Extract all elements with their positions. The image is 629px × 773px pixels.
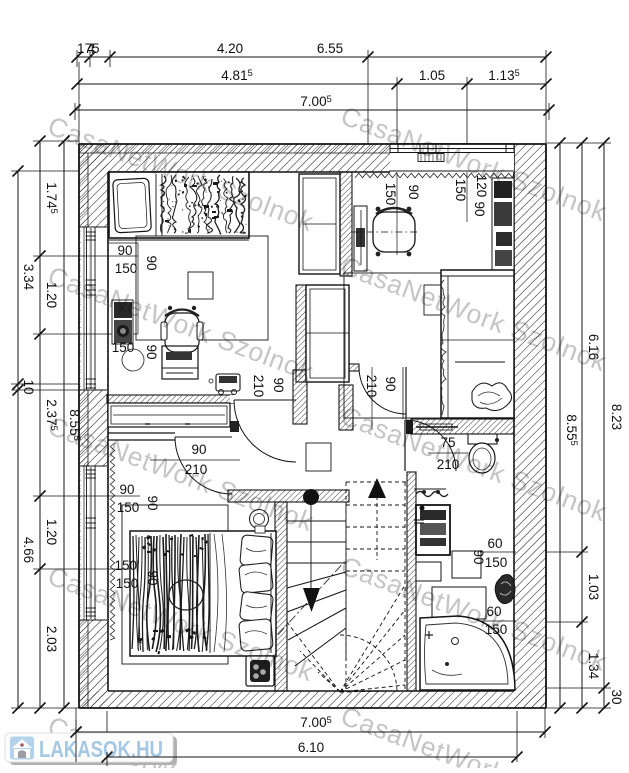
svg-text:150: 150 [115, 261, 138, 276]
svg-text:7.005: 7.005 [300, 94, 331, 109]
svg-text:75: 75 [440, 435, 455, 450]
svg-text:1.20: 1.20 [44, 282, 59, 308]
svg-text:175: 175 [77, 41, 100, 56]
svg-text:90: 90 [471, 549, 486, 564]
svg-text:210: 210 [437, 457, 460, 472]
svg-text:150: 150 [485, 622, 508, 637]
svg-text:90: 90 [472, 201, 487, 216]
svg-text:60: 60 [487, 536, 502, 551]
svg-text:1.20: 1.20 [44, 519, 59, 545]
svg-text:8.23: 8.23 [609, 404, 624, 430]
svg-text:150: 150 [116, 576, 139, 591]
svg-text:1.05: 1.05 [419, 68, 445, 83]
svg-text:90: 90 [145, 570, 160, 585]
svg-text:90: 90 [144, 344, 159, 359]
svg-text:8.555: 8.555 [67, 409, 82, 440]
svg-text:210: 210 [251, 375, 266, 398]
svg-text:6.55: 6.55 [317, 41, 343, 56]
svg-text:LAKASOK.HU: LAKASOK.HU [39, 736, 163, 762]
svg-text:2.03: 2.03 [44, 626, 59, 652]
svg-text:150: 150 [117, 500, 140, 515]
svg-text:210: 210 [364, 375, 379, 398]
svg-text:90: 90 [145, 495, 160, 510]
svg-text:120: 120 [474, 175, 489, 198]
svg-text:90: 90 [406, 184, 421, 199]
svg-text:90: 90 [271, 377, 286, 392]
svg-text:2.375: 2.375 [44, 399, 59, 430]
svg-text:90: 90 [383, 376, 398, 391]
svg-text:150: 150 [383, 183, 398, 206]
svg-text:6.10: 6.10 [298, 740, 324, 755]
svg-text:90: 90 [191, 442, 206, 457]
svg-text:150': 150' [114, 558, 139, 573]
svg-text:10: 10 [21, 379, 36, 394]
svg-text:6.16: 6.16 [586, 334, 601, 360]
svg-text:4.815: 4.815 [221, 68, 252, 83]
svg-text:4.20: 4.20 [217, 41, 243, 56]
svg-text:150: 150 [453, 179, 468, 202]
svg-text:7.005: 7.005 [300, 715, 331, 730]
svg-text:4: 4 [87, 41, 95, 56]
svg-text:8.555: 8.555 [564, 414, 579, 445]
svg-text:210: 210 [185, 462, 208, 477]
svg-text:90: 90 [144, 255, 159, 270]
svg-text:1.745: 1.745 [44, 182, 59, 213]
svg-text:90: 90 [119, 482, 134, 497]
svg-text:30: 30 [609, 689, 624, 704]
svg-text:150: 150 [112, 340, 135, 355]
svg-text:4.66: 4.66 [21, 537, 36, 563]
svg-text:3.34: 3.34 [21, 264, 36, 291]
svg-text:60: 60 [486, 604, 501, 619]
svg-text:1.34: 1.34 [586, 653, 601, 680]
svg-text:150: 150 [485, 555, 508, 570]
svg-text:1.03: 1.03 [586, 574, 601, 600]
svg-text:90: 90 [117, 243, 132, 258]
svg-text:1.135: 1.135 [488, 68, 519, 83]
